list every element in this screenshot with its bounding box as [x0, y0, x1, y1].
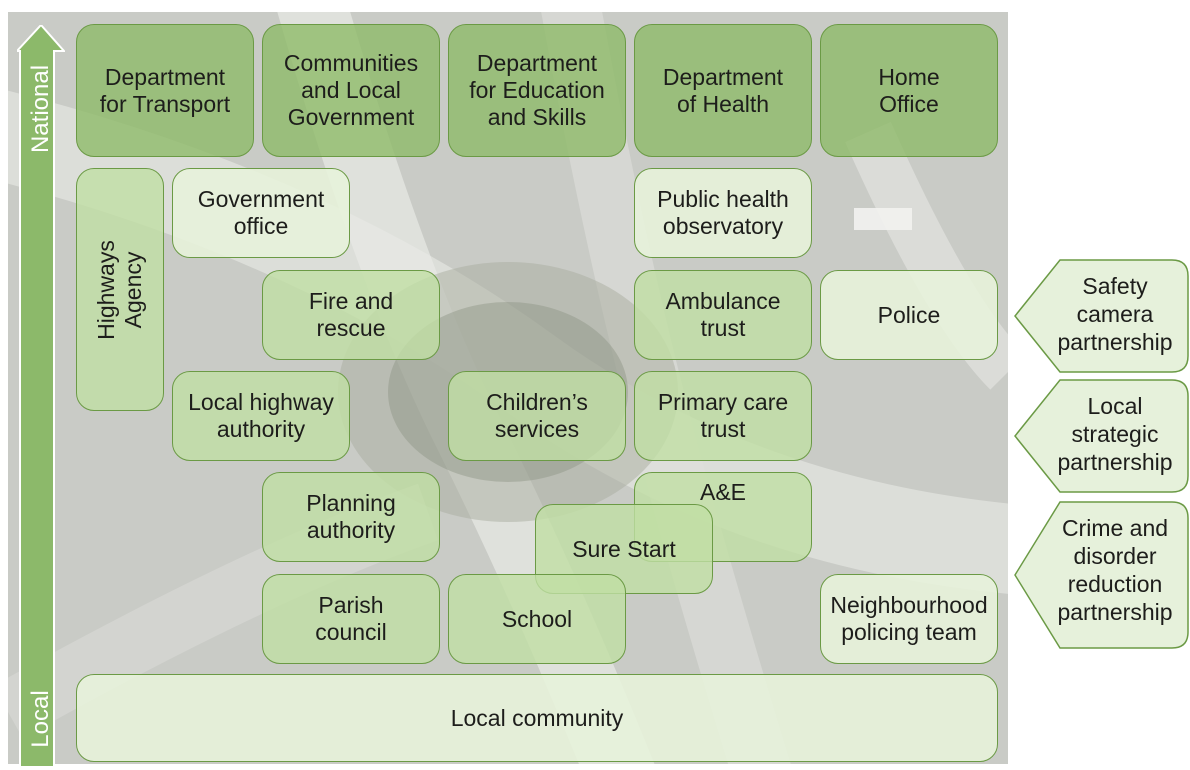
- box-neighbourhood-policing-team: Neighbourhood policing team: [820, 574, 998, 664]
- partnership-label-local-strategic: Local strategic partnership: [1057, 393, 1173, 475]
- box-public-health-observatory: Public health observatory: [634, 168, 812, 258]
- box-school: School: [448, 574, 626, 664]
- box-government-office: Government office: [172, 168, 350, 258]
- box-planning-authority: Planning authority: [262, 472, 440, 562]
- box-fire-and-rescue: Fire and rescue: [262, 270, 440, 360]
- box-highways-agency: Highways Agency: [76, 168, 164, 411]
- box-department-for-education-and-skills: Department for Education and Skills: [448, 24, 626, 157]
- box-childrens-services: Children’s services: [448, 371, 626, 461]
- box-department-for-transport: Department for Transport: [76, 24, 254, 157]
- box-primary-care-trust: Primary care trust: [634, 371, 812, 461]
- box-home-office: Home Office: [820, 24, 998, 157]
- box-communities-and-local-government: Communities and Local Government: [262, 24, 440, 157]
- box-ambulance-trust: Ambulance trust: [634, 270, 812, 360]
- partnership-arrow-local-strategic: [1014, 379, 1189, 493]
- box-local-highway-authority: Local highway authority: [172, 371, 350, 461]
- box-department-of-health: Department of Health: [634, 24, 812, 157]
- highways-agency-label: Highways Agency: [93, 239, 146, 340]
- axis-label-local: Local: [27, 690, 54, 748]
- axis-label-national: National: [27, 64, 54, 154]
- box-local-community: Local community: [76, 674, 998, 762]
- partnership-arrow-crime-and-disorder: [1014, 501, 1189, 649]
- box-parish-council: Parish council: [262, 574, 440, 664]
- partnership-arrow-safety-camera: [1014, 259, 1189, 373]
- partnership-label-safety-camera: Safety camera partnership: [1057, 273, 1173, 355]
- box-police: Police: [820, 270, 998, 360]
- partnership-label-crime-and-disorder: Crime and disorder reduction partnership: [1057, 515, 1173, 625]
